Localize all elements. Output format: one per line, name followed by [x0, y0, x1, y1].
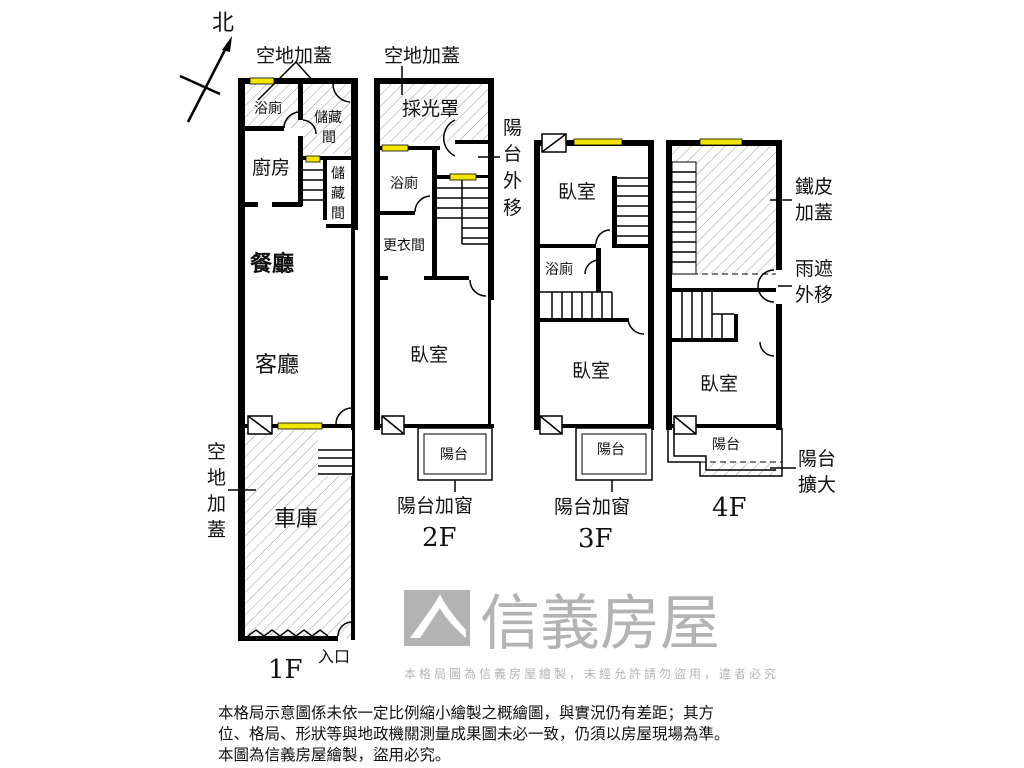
room-label: 浴廁: [390, 175, 418, 192]
room-label: 藏: [331, 186, 345, 202]
f1-side-note: 加: [207, 493, 226, 515]
room-label: 採光罩: [402, 98, 459, 120]
floor-2f: [374, 78, 494, 481]
room-label: 廚房: [252, 156, 290, 179]
watermark: 信義房屋 本格局圖為信義房屋繪製，未經允許請勿盜用，違者必究: [404, 589, 779, 681]
floor-label-3f: 3F: [578, 524, 613, 554]
window-icon: [249, 77, 275, 85]
disclaimer-line: 本圖為信義房屋繪製，盜用必究。: [218, 746, 451, 764]
room-label: 陽台: [712, 437, 740, 453]
floor-4f: [666, 138, 783, 477]
room-label: 臥室: [572, 360, 610, 382]
room-label: 陽台: [597, 442, 625, 458]
floor-3f: [534, 133, 654, 481]
room-label: 浴廁: [545, 261, 573, 278]
room-label: 陽台: [440, 447, 468, 463]
f4-note: 加蓋: [795, 202, 833, 224]
disclaimer-line: 本格局示意圖係未依一定比例縮小繪製之概繪圖，與實況仍有差距；其方: [218, 704, 715, 722]
f1-top-note: 空地加蓋: [256, 45, 332, 67]
room-label: 儲藏: [314, 110, 342, 126]
f4-note: 擴大: [798, 474, 836, 496]
room-label: 餐廳: [250, 251, 294, 277]
north-arrow-icon: [179, 36, 232, 123]
f2-top-note: 空地加蓋: [384, 45, 460, 67]
room-label: 客廳: [255, 353, 299, 378]
f4-note: 陽台: [798, 448, 836, 470]
watermark-notice: 本格局圖為信義房屋繪製，未經允許請勿盜用，違者必究: [404, 666, 779, 681]
entrance-label: 入口: [318, 647, 350, 666]
room-label: 臥室: [410, 344, 448, 366]
floor-label-4f: 4F: [712, 493, 747, 523]
f1-side-note: 蓋: [207, 519, 226, 541]
f1-side-note: 地: [207, 467, 226, 489]
room-label: 臥室: [558, 181, 596, 203]
f2-side-note: 移: [503, 197, 522, 219]
room-label: 間: [322, 130, 336, 146]
f2-side-note: 台: [503, 143, 522, 165]
f3-bottom-note: 陽台加窗: [554, 496, 630, 518]
watermark-brand: 信義房屋: [480, 589, 720, 659]
floor-label-2f: 2F: [422, 523, 457, 553]
f4-note: 雨遮: [795, 258, 833, 280]
room-label: 浴廁: [254, 100, 282, 117]
disclaimer: 本格局示意圖係未依一定比例縮小繪製之概繪圖，與實況仍有差距；其方 位、格局、形狀…: [218, 703, 818, 766]
compass-label: 北: [212, 11, 234, 36]
f4-note: 外移: [795, 284, 833, 306]
room-label: 儲: [331, 166, 345, 182]
room-label: 臥室: [700, 373, 738, 395]
room-label: 車庫: [274, 507, 318, 532]
f4-note: 鐵皮: [795, 176, 833, 198]
f2-side-note: 陽: [503, 117, 522, 139]
floor-label-1f: 1F: [268, 655, 303, 685]
f1-side-note: 空: [207, 441, 226, 463]
f2-bottom-note: 陽台加窗: [397, 495, 473, 517]
room-label: 間: [331, 206, 345, 222]
room-label: 更衣間: [383, 238, 425, 254]
disclaimer-line: 位、格局、形狀等與地政機關測量成果圖未必一致，仍須以房屋現場為準。: [218, 725, 730, 743]
f2-side-note: 外: [503, 170, 522, 192]
floor-1f: [238, 77, 358, 641]
